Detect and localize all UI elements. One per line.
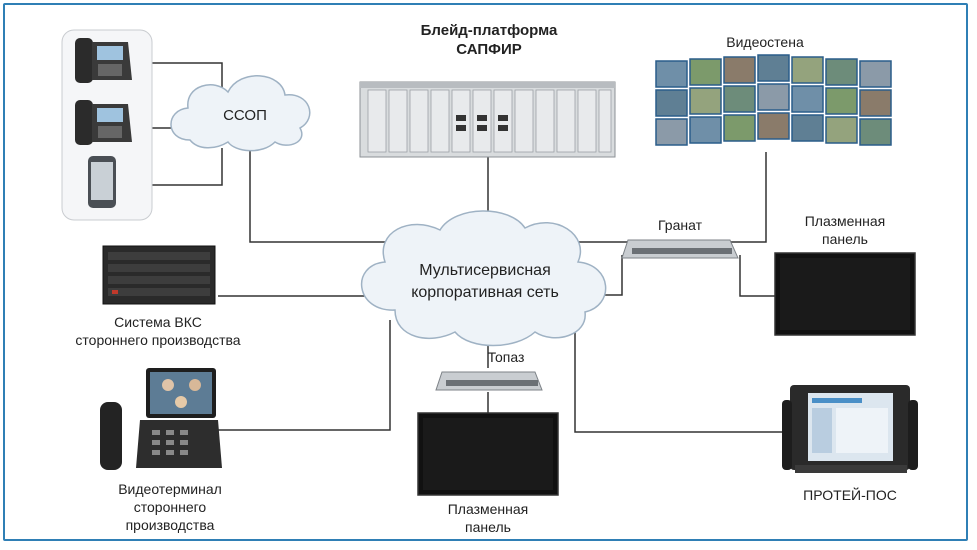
protei-pos-console xyxy=(782,385,918,473)
topaz-label: Топаз xyxy=(487,349,525,365)
vks-label-line2: стороннего производства xyxy=(75,332,241,348)
plasma-bottom-line1: Плазменная xyxy=(447,501,529,517)
plasma-bottom-line2: панель xyxy=(465,519,511,535)
blade-platform-title: Блейд-платформа xyxy=(420,22,558,39)
videowall-screen xyxy=(757,112,790,140)
videowall-screen xyxy=(791,56,824,84)
videowall-screen xyxy=(689,87,722,115)
videoterminal-label-line3: производства xyxy=(125,517,215,533)
phones-panel xyxy=(61,29,153,221)
link-network-protei xyxy=(574,320,788,433)
videowall-screen xyxy=(689,116,722,144)
granat-label: Гранат xyxy=(658,217,702,233)
link-phone1-pstn xyxy=(130,62,223,90)
videowall-screen xyxy=(757,54,790,82)
blade-platform-chassis xyxy=(359,81,616,158)
vks-label-line1: Система ВКС xyxy=(114,314,202,330)
diagram-frame xyxy=(3,3,968,541)
videoterminal-label-line1: Видеотерминал xyxy=(118,481,222,497)
videowall-screen xyxy=(723,85,756,113)
videowall-screen xyxy=(859,60,892,88)
videowall-screen xyxy=(655,89,688,117)
plasma-panel-bottom xyxy=(417,412,559,496)
videowall-screen xyxy=(655,60,688,88)
smartphone-icon xyxy=(88,156,116,208)
videowall-screen xyxy=(825,87,858,115)
videowall-screen xyxy=(825,58,858,86)
link-videoterminal-network xyxy=(215,320,391,431)
network-cloud-line1: Мультисервисная xyxy=(419,262,551,279)
videowall-screen xyxy=(791,114,824,142)
link-pstn-network xyxy=(249,145,420,243)
link-phone3-pstn xyxy=(130,148,223,186)
videowall-screen xyxy=(825,116,858,144)
videowall-screen xyxy=(655,118,688,146)
link-granat-plasma xyxy=(739,255,775,297)
pstn-cloud-label: ССОП xyxy=(223,107,267,124)
protei-pos-label: ПРОТЕЙ-ПОС xyxy=(803,487,897,503)
videowall-screen xyxy=(757,83,790,111)
blade-platform-subtitle: САПФИР xyxy=(456,41,522,58)
ip-phone-icon xyxy=(75,38,132,83)
videoterminal-label-line2: стороннего xyxy=(133,499,207,515)
vks-server xyxy=(102,245,216,305)
link-network-granat xyxy=(605,255,623,296)
videowall-screen xyxy=(723,56,756,84)
ip-phone-icon xyxy=(75,100,132,145)
network-cloud xyxy=(360,210,607,347)
videowall-screen xyxy=(689,58,722,86)
videowall-screens xyxy=(655,54,892,146)
connection-lines xyxy=(130,62,788,433)
plasma-panel-right xyxy=(774,252,916,336)
videowall-screen xyxy=(723,114,756,142)
granat-device xyxy=(621,239,739,259)
plasma-right-line2: панель xyxy=(822,231,868,247)
videoterminal-device xyxy=(100,368,222,470)
videowall-screen xyxy=(791,85,824,113)
videowall-screen xyxy=(859,118,892,146)
videowall-label: Видеостена xyxy=(726,34,804,50)
videowall-screen xyxy=(859,89,892,117)
plasma-right-line1: Плазменная xyxy=(804,213,886,229)
pstn-cloud xyxy=(170,75,311,152)
network-cloud-line2: корпоративная сеть xyxy=(411,284,559,301)
topaz-device xyxy=(435,371,543,391)
